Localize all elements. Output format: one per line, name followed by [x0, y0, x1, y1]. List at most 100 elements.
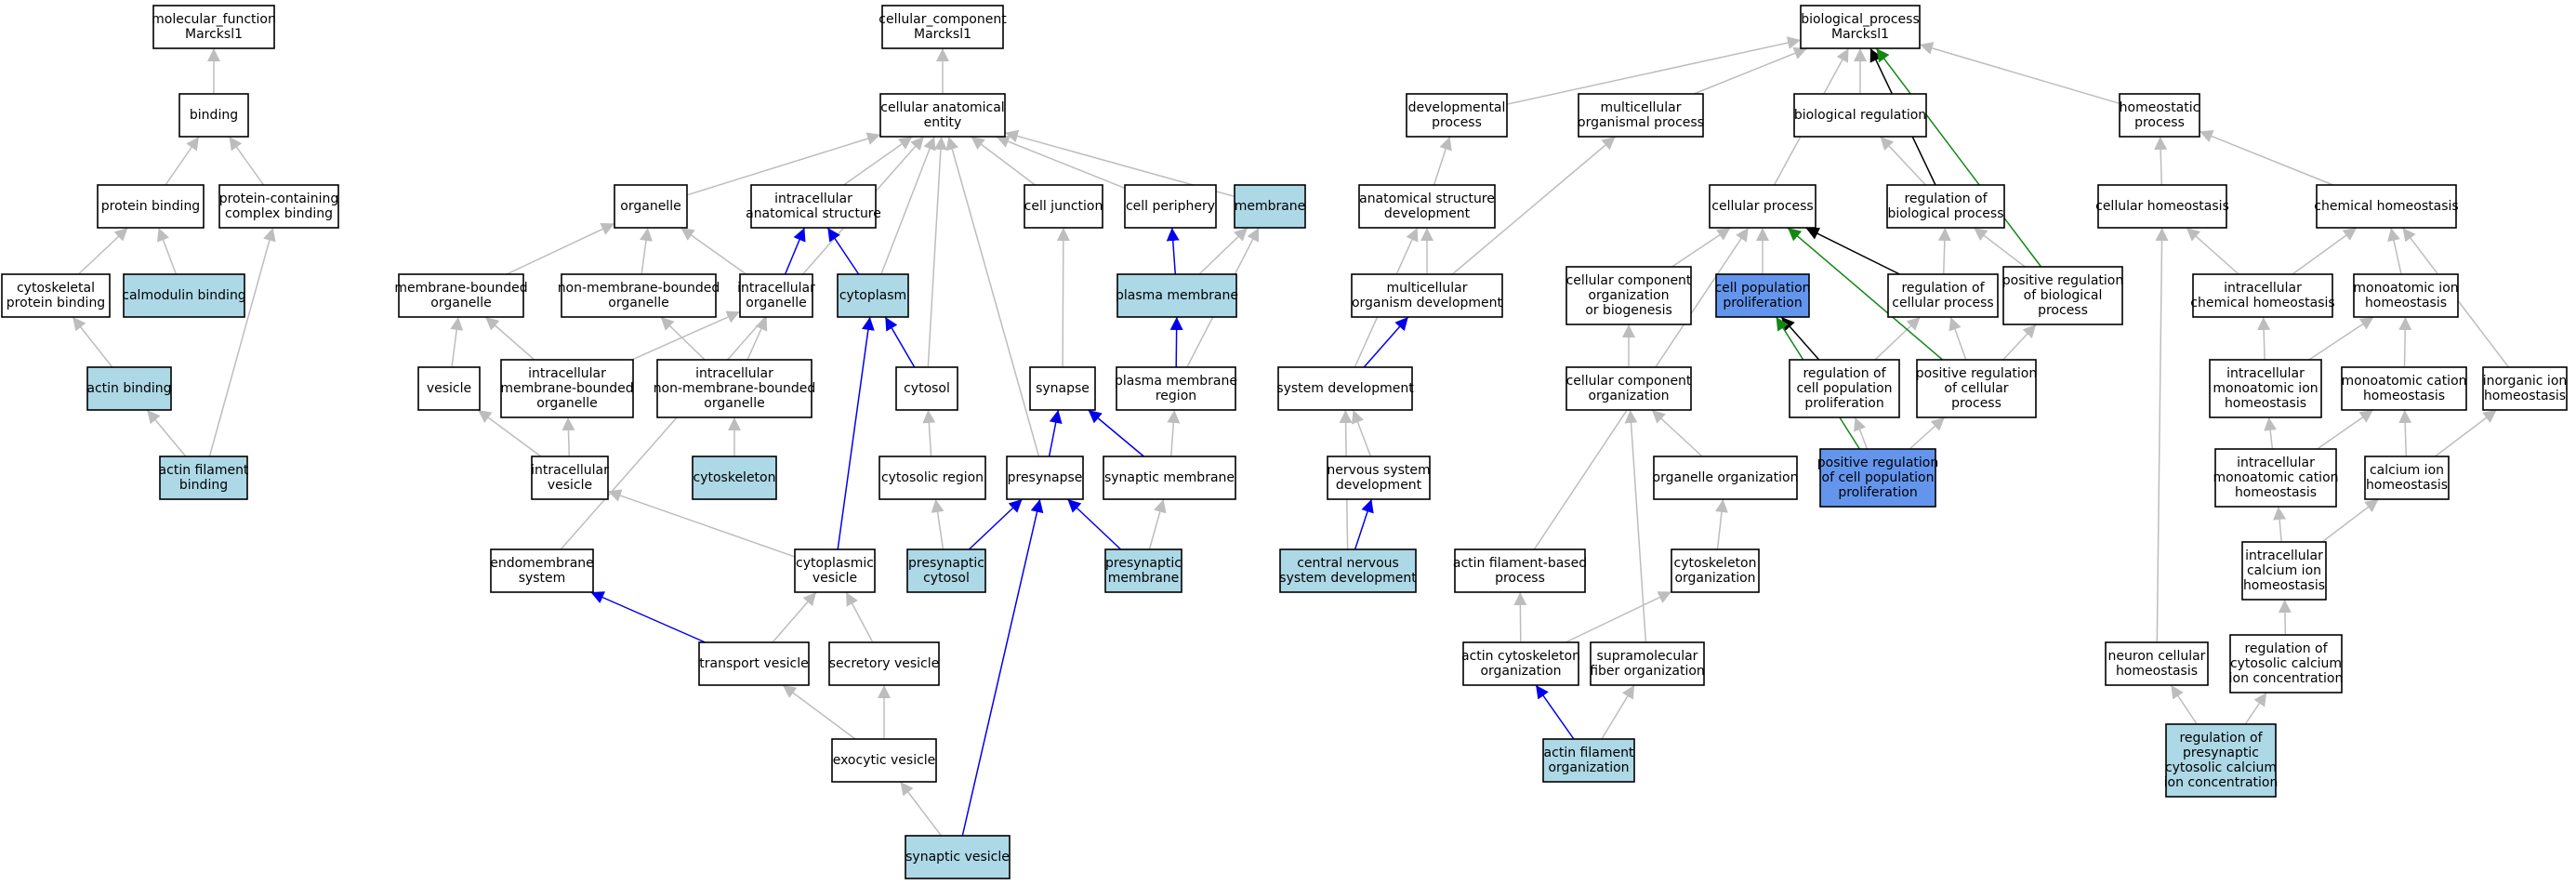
edge-cell_periphery-to-cae [996, 135, 1126, 190]
go-term-node-binding[interactable]: binding [178, 93, 249, 138]
edge-mbo-to-organelle [506, 222, 615, 275]
node-box [2482, 366, 2568, 411]
go-term-node-synapse[interactable]: synapse [1029, 366, 1096, 411]
node-label-line: cell population [1796, 381, 1892, 396]
go-term-node-chem-homeo[interactable]: chemical homeostasis [2314, 184, 2459, 229]
go-term-node-cytosolic-region[interactable]: cytosolic region [878, 456, 986, 500]
go-term-node-calmodulin[interactable]: calmodulin binding [122, 273, 246, 318]
go-term-node-inmbo[interactable]: intracellularnon-membrane-boundedorganel… [654, 359, 816, 418]
node-label-line: regulation of [2244, 641, 2328, 656]
go-term-node-org-org[interactable]: organelle organization [1653, 456, 1799, 500]
go-term-node-secretory-vesicle[interactable]: secretory vesicle [828, 641, 940, 686]
node-label-line: homeostasis [2365, 296, 2447, 310]
go-term-node-actin-binding[interactable]: actin binding [86, 366, 172, 411]
edge-mch-to-mih [2398, 316, 2412, 368]
node-label-line: vesicle [548, 478, 592, 493]
go-term-node-cell-periphery[interactable]: cell periphery [1124, 184, 1217, 229]
edge-calmodulin-to-protein_binding [156, 227, 178, 275]
node-box [881, 5, 1004, 49]
node-label-line: process [1495, 571, 1545, 586]
go-term-node-organelle[interactable]: organelle [614, 184, 688, 229]
go-term-node-synaptic-vesicle[interactable]: synaptic vesicle [905, 835, 1011, 879]
node-box [1671, 548, 1760, 593]
edge-pos_reg_cpp-to-pos_reg_cp [1909, 416, 1946, 450]
node-label-line: cytosol [904, 381, 950, 396]
go-term-node-cell-process[interactable]: cellular process [1709, 184, 1816, 229]
go-term-node-cytoplasm[interactable]: cytoplasm [837, 273, 909, 318]
edge-reg_bp-to-bio_reg [1880, 136, 1926, 186]
go-term-node-synaptic-membrane[interactable]: synaptic membrane [1103, 456, 1236, 500]
node-label-line: cellular component [1566, 374, 1692, 389]
go-term-node-transport-vesicle[interactable]: transport vesicle [698, 641, 810, 686]
go-term-node-plasma-membrane[interactable]: plasma membrane [1116, 273, 1238, 318]
go-term-node-sys-dev[interactable]: system development [1276, 366, 1414, 411]
go-term-node-cytoskeleton[interactable]: cytoskeleton [692, 456, 777, 500]
go-term-node-protein-binding[interactable]: protein binding [97, 184, 205, 229]
go-term-node-membrane[interactable]: membrane [1234, 184, 1306, 229]
go-term-node-exocytic-vesicle[interactable]: exocytic vesicle [831, 738, 937, 783]
go-term-node-vesicle[interactable]: vesicle [417, 366, 481, 411]
node-label-line: cytosol [923, 571, 970, 586]
go-term-node-cell-homeo[interactable]: cellular homeostasis [2095, 184, 2229, 229]
go-term-node-bio-reg[interactable]: biological regulation [1793, 93, 1927, 138]
go-term-node-cytosol[interactable]: cytosol [895, 366, 958, 411]
go-term-node-presynapse[interactable]: presynapse [1006, 456, 1084, 500]
node-label-line: process [2038, 303, 2088, 318]
edge-cih-to-iih [2434, 409, 2498, 457]
node-label-line: process [1432, 115, 1482, 130]
node-label-line: vesicle [812, 571, 857, 586]
go-term-node-cell-junction[interactable]: cell junction [1024, 184, 1103, 229]
